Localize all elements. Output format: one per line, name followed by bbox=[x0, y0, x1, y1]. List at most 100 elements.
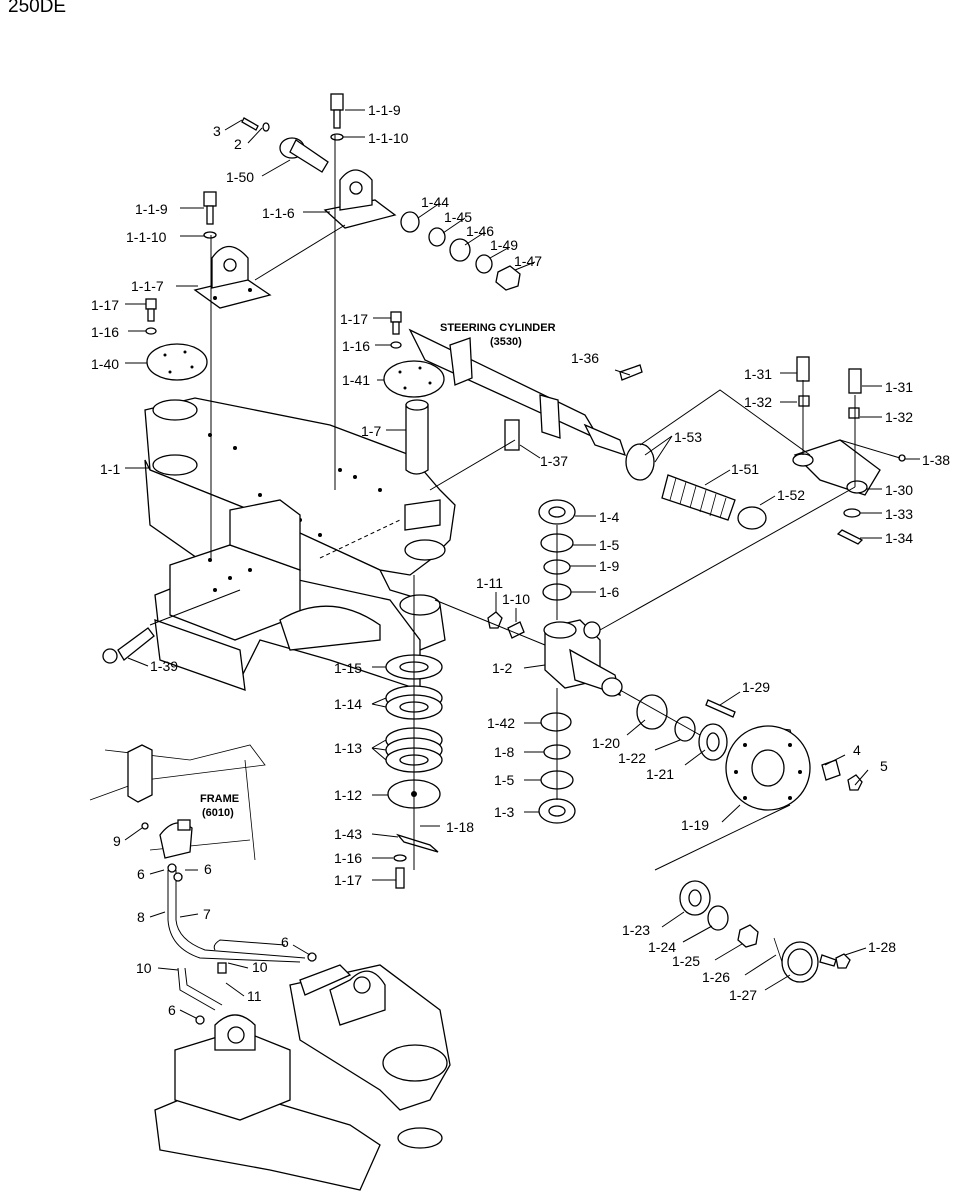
tie-rod-1-30 bbox=[792, 356, 906, 545]
part-label: 1-37 bbox=[540, 453, 568, 469]
part-label: 1-38 bbox=[922, 452, 950, 468]
part-label: 1-39 bbox=[150, 658, 178, 674]
pivot-mount-block bbox=[154, 499, 421, 691]
part-label: 5 bbox=[880, 758, 888, 774]
part-label: 1-1-6 bbox=[262, 205, 295, 221]
part-label: 1-31 bbox=[744, 366, 772, 382]
part-label: 1-14 bbox=[334, 696, 362, 712]
part-label: 1-25 bbox=[672, 953, 700, 969]
part-label: 1-41 bbox=[342, 372, 370, 388]
part-label: 10 bbox=[136, 960, 152, 976]
frame-number: (6010) bbox=[202, 807, 234, 819]
frame-caption: FRAME bbox=[200, 793, 239, 805]
part-label: 1-29 bbox=[742, 679, 770, 695]
bracket-1-1-7 bbox=[193, 245, 272, 309]
part-label: 1-43 bbox=[334, 826, 362, 842]
part-label: 1-20 bbox=[592, 735, 620, 751]
part-label: 1-44 bbox=[421, 194, 449, 210]
steering-knuckle-1-2 bbox=[487, 611, 623, 697]
part-label: 1-17 bbox=[334, 872, 362, 888]
part-label: 1-1-10 bbox=[368, 130, 409, 146]
part-label: 1-19 bbox=[681, 817, 709, 833]
frame-inset bbox=[89, 744, 317, 1025]
part-label: 1-28 bbox=[868, 939, 896, 955]
part-label: 1-22 bbox=[618, 750, 646, 766]
assembly-lines bbox=[149, 135, 901, 871]
part-label: 1-5 bbox=[494, 772, 514, 788]
steering-cylinder-caption: STEERING CYLINDER bbox=[440, 322, 556, 334]
part-label: 1-32 bbox=[744, 394, 772, 410]
part-label: 1-7 bbox=[361, 423, 381, 439]
part-label: 1-18 bbox=[446, 819, 474, 835]
part-label: 6 bbox=[281, 934, 289, 950]
part-label: 1-17 bbox=[91, 297, 119, 313]
part-label: 1-52 bbox=[777, 487, 805, 503]
part-label: 1-50 bbox=[226, 169, 254, 185]
part-label: 1-1-7 bbox=[131, 278, 164, 294]
part-label: 10 bbox=[252, 959, 268, 975]
pivot-pin-1-39 bbox=[102, 627, 155, 664]
hub-bearing-cap-stack bbox=[679, 880, 851, 983]
part-label: 1-10 bbox=[502, 591, 530, 607]
bolts bbox=[145, 93, 402, 349]
part-label: 1-27 bbox=[729, 987, 757, 1003]
part-label: 1-16 bbox=[91, 324, 119, 340]
part-label: 11 bbox=[247, 988, 262, 1004]
part-label: 3 bbox=[213, 123, 221, 139]
part-label: 1-23 bbox=[622, 922, 650, 938]
part-label: 1-46 bbox=[466, 223, 494, 239]
part-label: 1-24 bbox=[648, 939, 676, 955]
part-label: 1-1-10 bbox=[126, 229, 167, 245]
bracket-1-1-6 bbox=[323, 169, 397, 229]
part-label: 1-47 bbox=[514, 253, 542, 269]
part-label: 1-53 bbox=[674, 429, 702, 445]
part-label: 1-45 bbox=[444, 209, 472, 225]
part-labels: 1-1-9 1-1-10 3 2 1-50 1-1-6 1-1-9 1-1-10… bbox=[91, 102, 950, 1018]
part-label: 1-33 bbox=[885, 506, 913, 522]
steering-cylinder bbox=[408, 328, 643, 457]
lower-axle-inset bbox=[154, 964, 451, 1191]
part-label: 1-32 bbox=[885, 409, 913, 425]
king-pin-1-7 bbox=[405, 399, 429, 475]
model-title: 250DE bbox=[8, 0, 67, 17]
part-label: 1-11 bbox=[476, 575, 503, 591]
part-label: 9 bbox=[113, 833, 121, 849]
part-label: 1-4 bbox=[599, 509, 619, 525]
part-label: 1-1-9 bbox=[368, 102, 401, 118]
part-label: 1-3 bbox=[494, 804, 514, 820]
part-label: 1-26 bbox=[702, 969, 730, 985]
part-label: 6 bbox=[137, 866, 145, 882]
part-label: 1-15 bbox=[334, 660, 362, 676]
pin-bearing-stack bbox=[400, 211, 521, 291]
part-label: 1-8 bbox=[494, 744, 514, 760]
part-label: 2 bbox=[234, 136, 242, 152]
part-label: 1-42 bbox=[487, 715, 515, 731]
part-label: 1-13 bbox=[334, 740, 362, 756]
gasket-1-41 bbox=[383, 360, 445, 398]
wheel-hub-1-19 bbox=[636, 694, 863, 811]
pin-1-50 bbox=[279, 137, 329, 173]
part-label: 8 bbox=[137, 909, 145, 925]
part-label: 1-1 bbox=[100, 461, 120, 477]
gasket-1-40 bbox=[146, 343, 208, 381]
part-label: 1-30 bbox=[885, 482, 913, 498]
part-label: 1-40 bbox=[91, 356, 119, 372]
part-label: 1-2 bbox=[492, 660, 512, 676]
part-label: 1-16 bbox=[334, 850, 362, 866]
part-label: 1-31 bbox=[885, 379, 913, 395]
part-label: 1-21 bbox=[646, 766, 674, 782]
part-label: 1-1-9 bbox=[135, 201, 168, 217]
part-label: 7 bbox=[203, 906, 211, 922]
label-leaders bbox=[124, 109, 920, 1019]
part-label: 1-34 bbox=[885, 530, 913, 546]
part-label: 1-36 bbox=[571, 350, 599, 366]
part-label: 1-9 bbox=[599, 558, 619, 574]
boot-assembly bbox=[625, 443, 767, 530]
part-label: 4 bbox=[853, 742, 861, 758]
part-label: 1-6 bbox=[599, 584, 619, 600]
part-label: 1-51 bbox=[731, 461, 759, 477]
part-label: 6 bbox=[168, 1002, 176, 1018]
part-label: 1-49 bbox=[490, 237, 518, 253]
part-label: 1-12 bbox=[334, 787, 362, 803]
